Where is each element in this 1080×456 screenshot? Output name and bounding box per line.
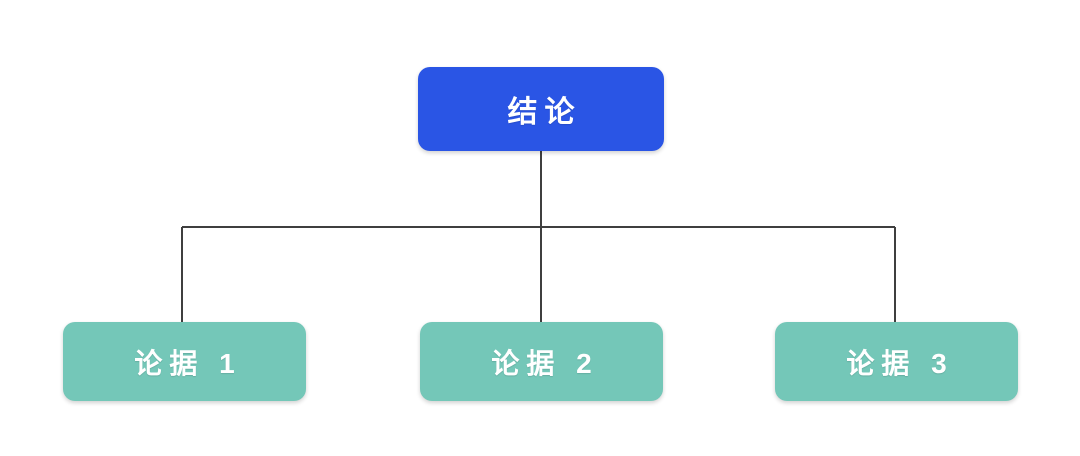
node-argument-1[interactable]: 论据 1: [63, 322, 306, 401]
node-argument-1-label: 论据 1: [134, 347, 242, 379]
node-conclusion-label: 结论: [507, 96, 582, 129]
node-argument-2-label: 论据 2: [491, 347, 599, 379]
node-argument-2[interactable]: 论据 2: [420, 322, 663, 401]
node-argument-3-label: 论据 3: [846, 347, 954, 379]
node-argument-3[interactable]: 论据 3: [775, 322, 1018, 401]
node-conclusion[interactable]: 结论: [418, 67, 664, 151]
